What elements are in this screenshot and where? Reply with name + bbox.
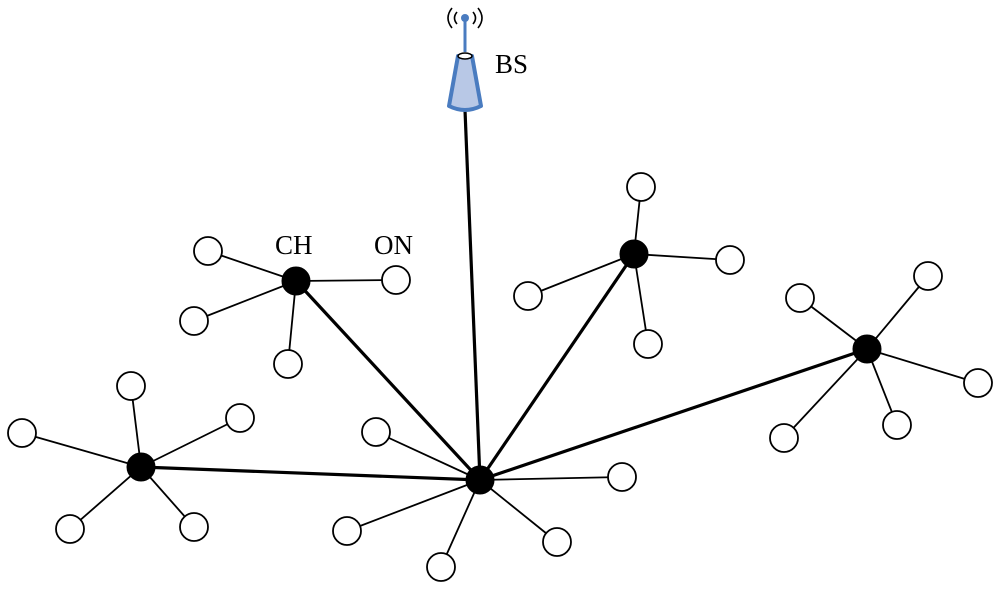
backbone-link [294,279,482,482]
ordinary-node-label: ON [374,230,413,260]
ordinary-node [55,514,85,544]
ordinary-node [513,281,543,311]
ordinary-node [225,403,255,433]
ordinary-node [633,329,663,359]
member-link [479,476,623,481]
member-link [527,253,635,297]
backbone-link [479,347,868,482]
ordinary-node [607,462,637,492]
ordinary-node [785,283,815,313]
ordinary-node [361,417,391,447]
member-link [633,253,731,261]
ordinary-node [179,306,209,336]
member-link [783,348,868,439]
backbone-links [140,109,868,482]
ordinary-node [963,368,993,398]
backbone-link [140,465,481,482]
ordinary-node [426,552,456,582]
backbone-link [478,253,636,481]
ordinary-node [626,172,656,202]
ordinary-node [116,371,146,401]
cluster-head-top-left [281,266,311,296]
member-link [866,348,979,384]
cluster-head-center [465,465,495,495]
cluster-head-left [126,452,156,482]
member-link [69,466,142,530]
ordinary-node [913,261,943,291]
member-link [346,479,481,532]
member-link [295,279,397,282]
cluster-head-label: CH [275,230,313,260]
base-station-label: BS [495,49,528,79]
member-link [375,431,481,481]
member-link [866,275,929,350]
member-link [140,417,241,468]
ordinary-node [542,527,572,557]
ordinary-node [193,236,223,266]
member-link [193,280,297,322]
ordinary-node [715,245,745,275]
backbone-link-to-bs [463,109,482,481]
member-link [440,479,481,568]
ordinary-node-on [381,265,411,295]
member-link [479,479,558,543]
cluster-heads [126,239,882,495]
ordinary-node [179,512,209,542]
member-link [21,432,142,468]
ordinary-node [273,349,303,379]
ordinary-node [882,410,912,440]
ordinary-node [769,423,799,453]
antenna-tower-icon [447,7,483,112]
member-link [207,250,297,282]
ordinary-node [332,516,362,546]
cluster-head-right [852,334,882,364]
cluster-head-top-right [619,239,649,269]
ordinary-nodes [7,172,993,582]
member-links [21,186,979,568]
ordinary-node [7,418,37,448]
member-link [633,253,649,345]
radio-waves-icon [447,7,483,29]
